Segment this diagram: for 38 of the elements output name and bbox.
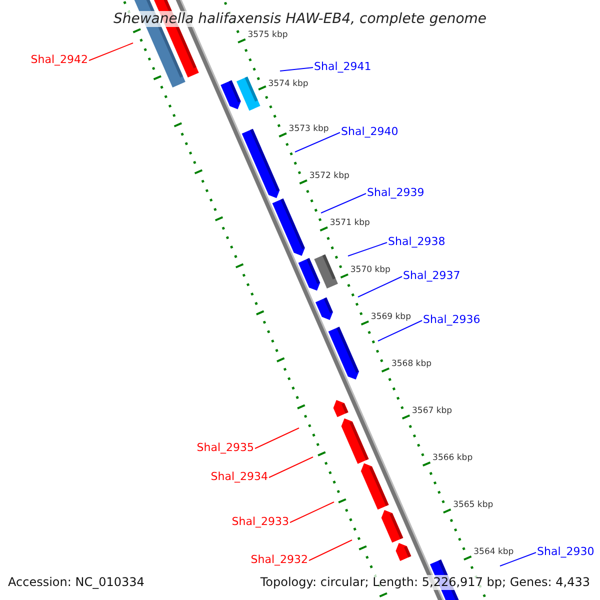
gene-label: Shal_2941 [314, 60, 372, 73]
scale-label: 3566 kbp [432, 453, 473, 463]
scale-label: 3568 kbp [391, 358, 432, 369]
scale-label: 3572 kbp [309, 170, 350, 181]
leader-line [348, 242, 388, 256]
accession-text: Accession: NC_010334 [8, 575, 144, 590]
gene-label: Shal_2937 [403, 269, 460, 282]
leader-line [290, 502, 334, 523]
leader-line [358, 276, 402, 298]
leader-line [280, 67, 314, 72]
scale-label: 3570 kbp [350, 264, 390, 275]
leader-line [268, 456, 314, 478]
scale-label: 3565 kbp [453, 500, 494, 510]
scale-label: 3575 kbp [248, 30, 288, 40]
leader-line [378, 320, 422, 342]
leader-line [88, 42, 134, 61]
gene-label: Shal_2935 [196, 441, 254, 454]
leader-line [500, 552, 536, 566]
gene-label: Shal_2936 [423, 313, 480, 326]
gene-label: Shal_2930 [537, 545, 594, 558]
gene-label: Shal_2939 [367, 186, 424, 199]
leader-line [294, 132, 340, 152]
gene-label: Shal_2938 [388, 235, 446, 248]
gene-label: Shal_2934 [210, 470, 268, 483]
scale-label: 3574 kbp [268, 78, 308, 89]
scale-label: 3571 kbp [330, 218, 370, 228]
leader-line [320, 193, 366, 214]
gene-label: Shal_2932 [250, 553, 308, 566]
leader-line [308, 540, 352, 561]
scale-label: 3573 kbp [288, 124, 329, 134]
scale-label: 3569 kbp [370, 312, 411, 322]
gene-label: Shal_2942 [30, 53, 88, 66]
gene-label: Shal_2940 [341, 125, 398, 138]
genome-info-text: Topology: circular; Length: 5,226,917 bp; Genes: 4,433 [260, 575, 590, 590]
leader-line [254, 428, 300, 449]
scale-label: 3564 kbp [474, 547, 514, 558]
scale-label: 3567 kbp [412, 406, 452, 416]
gene-label: Shal_2933 [232, 515, 289, 528]
